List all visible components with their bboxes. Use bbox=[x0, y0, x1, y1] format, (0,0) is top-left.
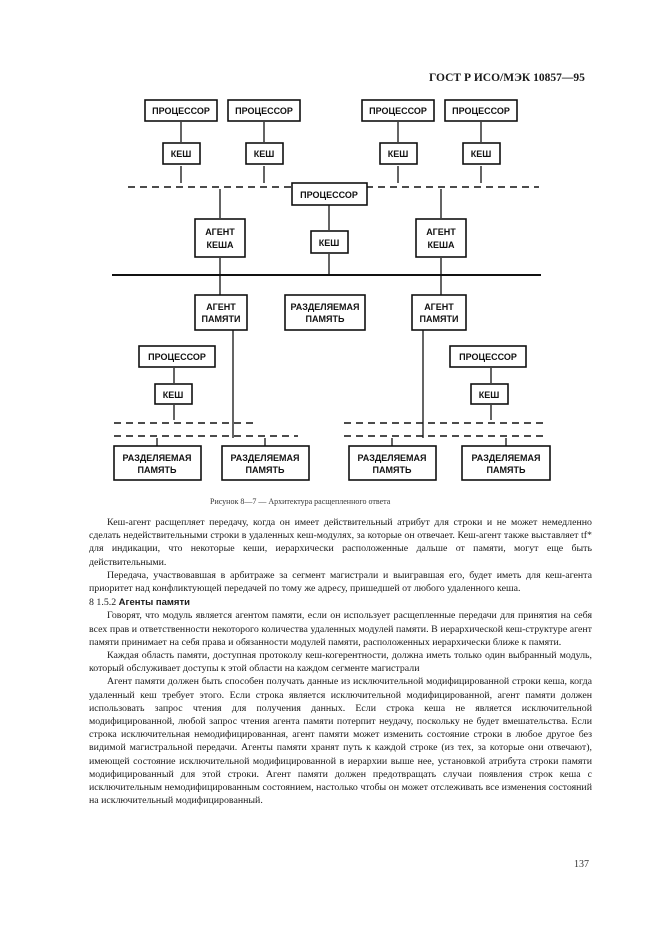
svg-text:ПРОЦЕССОР: ПРОЦЕССОР bbox=[369, 106, 427, 116]
svg-text:ПРОЦЕССОР: ПРОЦЕССОР bbox=[452, 106, 510, 116]
cache-box-center: КЕШ bbox=[310, 230, 349, 254]
svg-text:АГЕНТ: АГЕНТ bbox=[424, 302, 454, 312]
section-number: 8 1.5.2 bbox=[89, 597, 117, 609]
svg-text:ПРОЦЕССОР: ПРОЦЕССОР bbox=[148, 352, 206, 362]
svg-text:КЕШ: КЕШ bbox=[171, 149, 192, 159]
cache-agent-box: АГЕНТ КЕША bbox=[194, 218, 246, 258]
cache-box: КЕШ bbox=[379, 142, 418, 165]
memory-agent-box: АГЕНТ ПАМЯТИ bbox=[194, 294, 248, 331]
svg-text:ПАМЯТЬ: ПАМЯТЬ bbox=[487, 465, 526, 475]
svg-text:АГЕНТ: АГЕНТ bbox=[426, 227, 456, 237]
processor-box: ПРОЦЕССОР bbox=[144, 99, 218, 122]
shared-memory-box: РАЗДЕЛЯЕМАЯ ПАМЯТЬ bbox=[284, 294, 366, 331]
svg-text:ПРОЦЕССОР: ПРОЦЕССОР bbox=[459, 352, 517, 362]
paragraph: Говорят, что модуль является агентом пам… bbox=[89, 610, 592, 648]
cache-box: КЕШ bbox=[245, 142, 284, 165]
cache-box: КЕШ bbox=[162, 142, 201, 165]
processor-box: ПРОЦЕССОР bbox=[361, 99, 435, 122]
svg-text:ПРОЦЕССОР: ПРОЦЕССОР bbox=[300, 190, 358, 200]
svg-text:КЕША: КЕША bbox=[206, 240, 234, 250]
paragraph: Каждая область памяти, доступная протоко… bbox=[89, 650, 592, 675]
document-header: ГОСТ Р ИСО/МЭК 10857—95 bbox=[429, 72, 585, 84]
svg-text:РАЗДЕЛЯЕМАЯ: РАЗДЕЛЯЕМАЯ bbox=[290, 302, 359, 312]
body-text: Кеш-агент расщепляет передачу, когда он … bbox=[89, 516, 592, 807]
svg-text:ПАМЯТЬ: ПАМЯТЬ bbox=[138, 465, 177, 475]
memory-agent-box: АГЕНТ ПАМЯТИ bbox=[411, 294, 467, 331]
paragraph: Агент памяти должен быть способен получа… bbox=[89, 676, 592, 807]
shared-memory-box: РАЗДЕЛЯЕМАЯ ПАМЯТЬ bbox=[461, 445, 551, 481]
paragraph: Передача, участвовавшая в арбитраже за с… bbox=[89, 569, 592, 595]
svg-text:РАЗДЕЛЯЕМАЯ: РАЗДЕЛЯЕМАЯ bbox=[357, 453, 426, 463]
svg-text:РАЗДЕЛЯЕМАЯ: РАЗДЕЛЯЕМАЯ bbox=[230, 453, 299, 463]
svg-text:КЕШ: КЕШ bbox=[163, 390, 184, 400]
cache-box: КЕШ bbox=[462, 142, 501, 165]
svg-text:АГЕНТ: АГЕНТ bbox=[205, 227, 235, 237]
svg-text:ПАМЯТЬ: ПАМЯТЬ bbox=[246, 465, 285, 475]
svg-text:КЕШ: КЕШ bbox=[479, 390, 500, 400]
section-title: Агенты памяти bbox=[118, 597, 190, 609]
processor-box: ПРОЦЕССОР bbox=[227, 99, 301, 122]
svg-text:ПАМЯТИ: ПАМЯТИ bbox=[420, 314, 459, 324]
processor-box: ПРОЦЕССОР bbox=[138, 345, 216, 368]
shared-memory-box: РАЗДЕЛЯЕМАЯ ПАМЯТЬ bbox=[221, 445, 310, 481]
svg-text:ПАМЯТЬ: ПАМЯТЬ bbox=[306, 314, 345, 324]
cache-box: КЕШ bbox=[470, 383, 509, 405]
svg-text:ПРОЦЕССОР: ПРОЦЕССОР bbox=[152, 106, 210, 116]
page-number: 137 bbox=[574, 859, 589, 870]
svg-text:КЕШ: КЕШ bbox=[471, 149, 492, 159]
shared-memory-box: РАЗДЕЛЯЕМАЯ ПАМЯТЬ bbox=[348, 445, 437, 481]
svg-text:ПАМЯТИ: ПАМЯТИ bbox=[202, 314, 241, 324]
svg-text:РАЗДЕЛЯЕМАЯ: РАЗДЕЛЯЕМАЯ bbox=[471, 453, 540, 463]
figure-caption: Рисунок 8—7 — Архитектура расщепленного … bbox=[210, 497, 391, 506]
svg-text:ПАМЯТЬ: ПАМЯТЬ bbox=[373, 465, 412, 475]
svg-text:КЕШ: КЕШ bbox=[254, 149, 275, 159]
svg-text:РАЗДЕЛЯЕМАЯ: РАЗДЕЛЯЕМАЯ bbox=[122, 453, 191, 463]
svg-text:КЕШ: КЕШ bbox=[388, 149, 409, 159]
shared-memory-box: РАЗДЕЛЯЕМАЯ ПАМЯТЬ bbox=[113, 445, 202, 481]
section-heading: 8 1.5.2 Агенты памяти bbox=[89, 596, 592, 609]
svg-text:КЕША: КЕША bbox=[427, 240, 455, 250]
processor-box: ПРОЦЕССОР bbox=[449, 345, 527, 368]
processor-box: ПРОЦЕССОР bbox=[444, 99, 518, 122]
svg-text:КЕШ: КЕШ bbox=[319, 238, 340, 248]
diagram-connectors bbox=[156, 122, 507, 446]
cache-agent-box: АГЕНТ КЕША bbox=[415, 218, 467, 258]
svg-text:ПРОЦЕССОР: ПРОЦЕССОР bbox=[235, 106, 293, 116]
paragraph: Кеш-агент расщепляет передачу, когда он … bbox=[89, 517, 592, 568]
svg-text:АГЕНТ: АГЕНТ bbox=[206, 302, 236, 312]
cache-box: КЕШ bbox=[154, 383, 193, 405]
processor-box-center: ПРОЦЕССОР bbox=[291, 182, 368, 206]
architecture-diagram: ПРОЦЕССОР ПРОЦЕССОР ПРОЦЕССОР ПРОЦЕССОР … bbox=[112, 99, 551, 481]
